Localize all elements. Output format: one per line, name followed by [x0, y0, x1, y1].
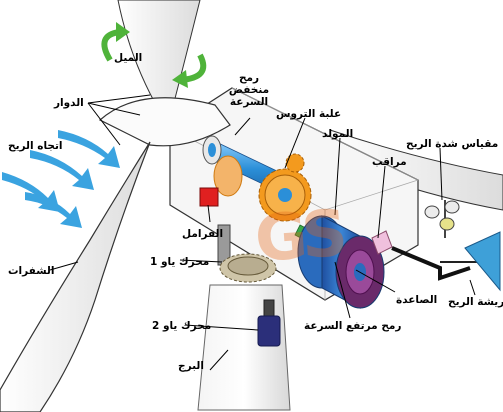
label-wind-vane: ريشة الريح [448, 296, 503, 308]
label-controller: مراقب [372, 156, 407, 168]
controller [371, 230, 393, 255]
gear-box [258, 153, 312, 222]
label-low-speed-shaft: رمح منخفض السرعة [228, 72, 270, 108]
label-wind-direction: اتجاه الريح [8, 140, 63, 152]
label-nacelle: الصاعدة [396, 294, 438, 306]
brake [199, 155, 243, 207]
label-high-speed-shaft: رمح مرتفع السرعة [304, 320, 402, 332]
rotor-hub [98, 97, 231, 147]
anemometer-cups-icon [424, 200, 460, 238]
tower [197, 284, 291, 411]
label-yaw-drive: محرك ياو 1 [150, 256, 210, 268]
yaw-drive [217, 224, 277, 283]
label-gear-box: علبة التروس [276, 108, 342, 120]
label-yaw-motor: محرك ياو 2 [152, 320, 212, 332]
label-generator: المولد [322, 128, 354, 140]
label-pitch: الميل [114, 52, 143, 64]
leader-lines [49, 94, 476, 371]
sensor-cable [391, 246, 471, 281]
wind-vane-icon [440, 231, 501, 292]
generator [297, 215, 385, 309]
label-blades: الشفرات [8, 265, 55, 277]
label-anemometer: مقياس شدة الريح [406, 138, 499, 150]
label-rotor: الدوار [54, 97, 84, 109]
watermark: GS [252, 197, 345, 277]
label-brakes: الفرامل [182, 228, 224, 240]
blade-front [0, 141, 151, 412]
yaw-motor [257, 299, 281, 347]
label-tower: البرج [178, 360, 204, 372]
wind-arrows-icon [2, 130, 120, 228]
